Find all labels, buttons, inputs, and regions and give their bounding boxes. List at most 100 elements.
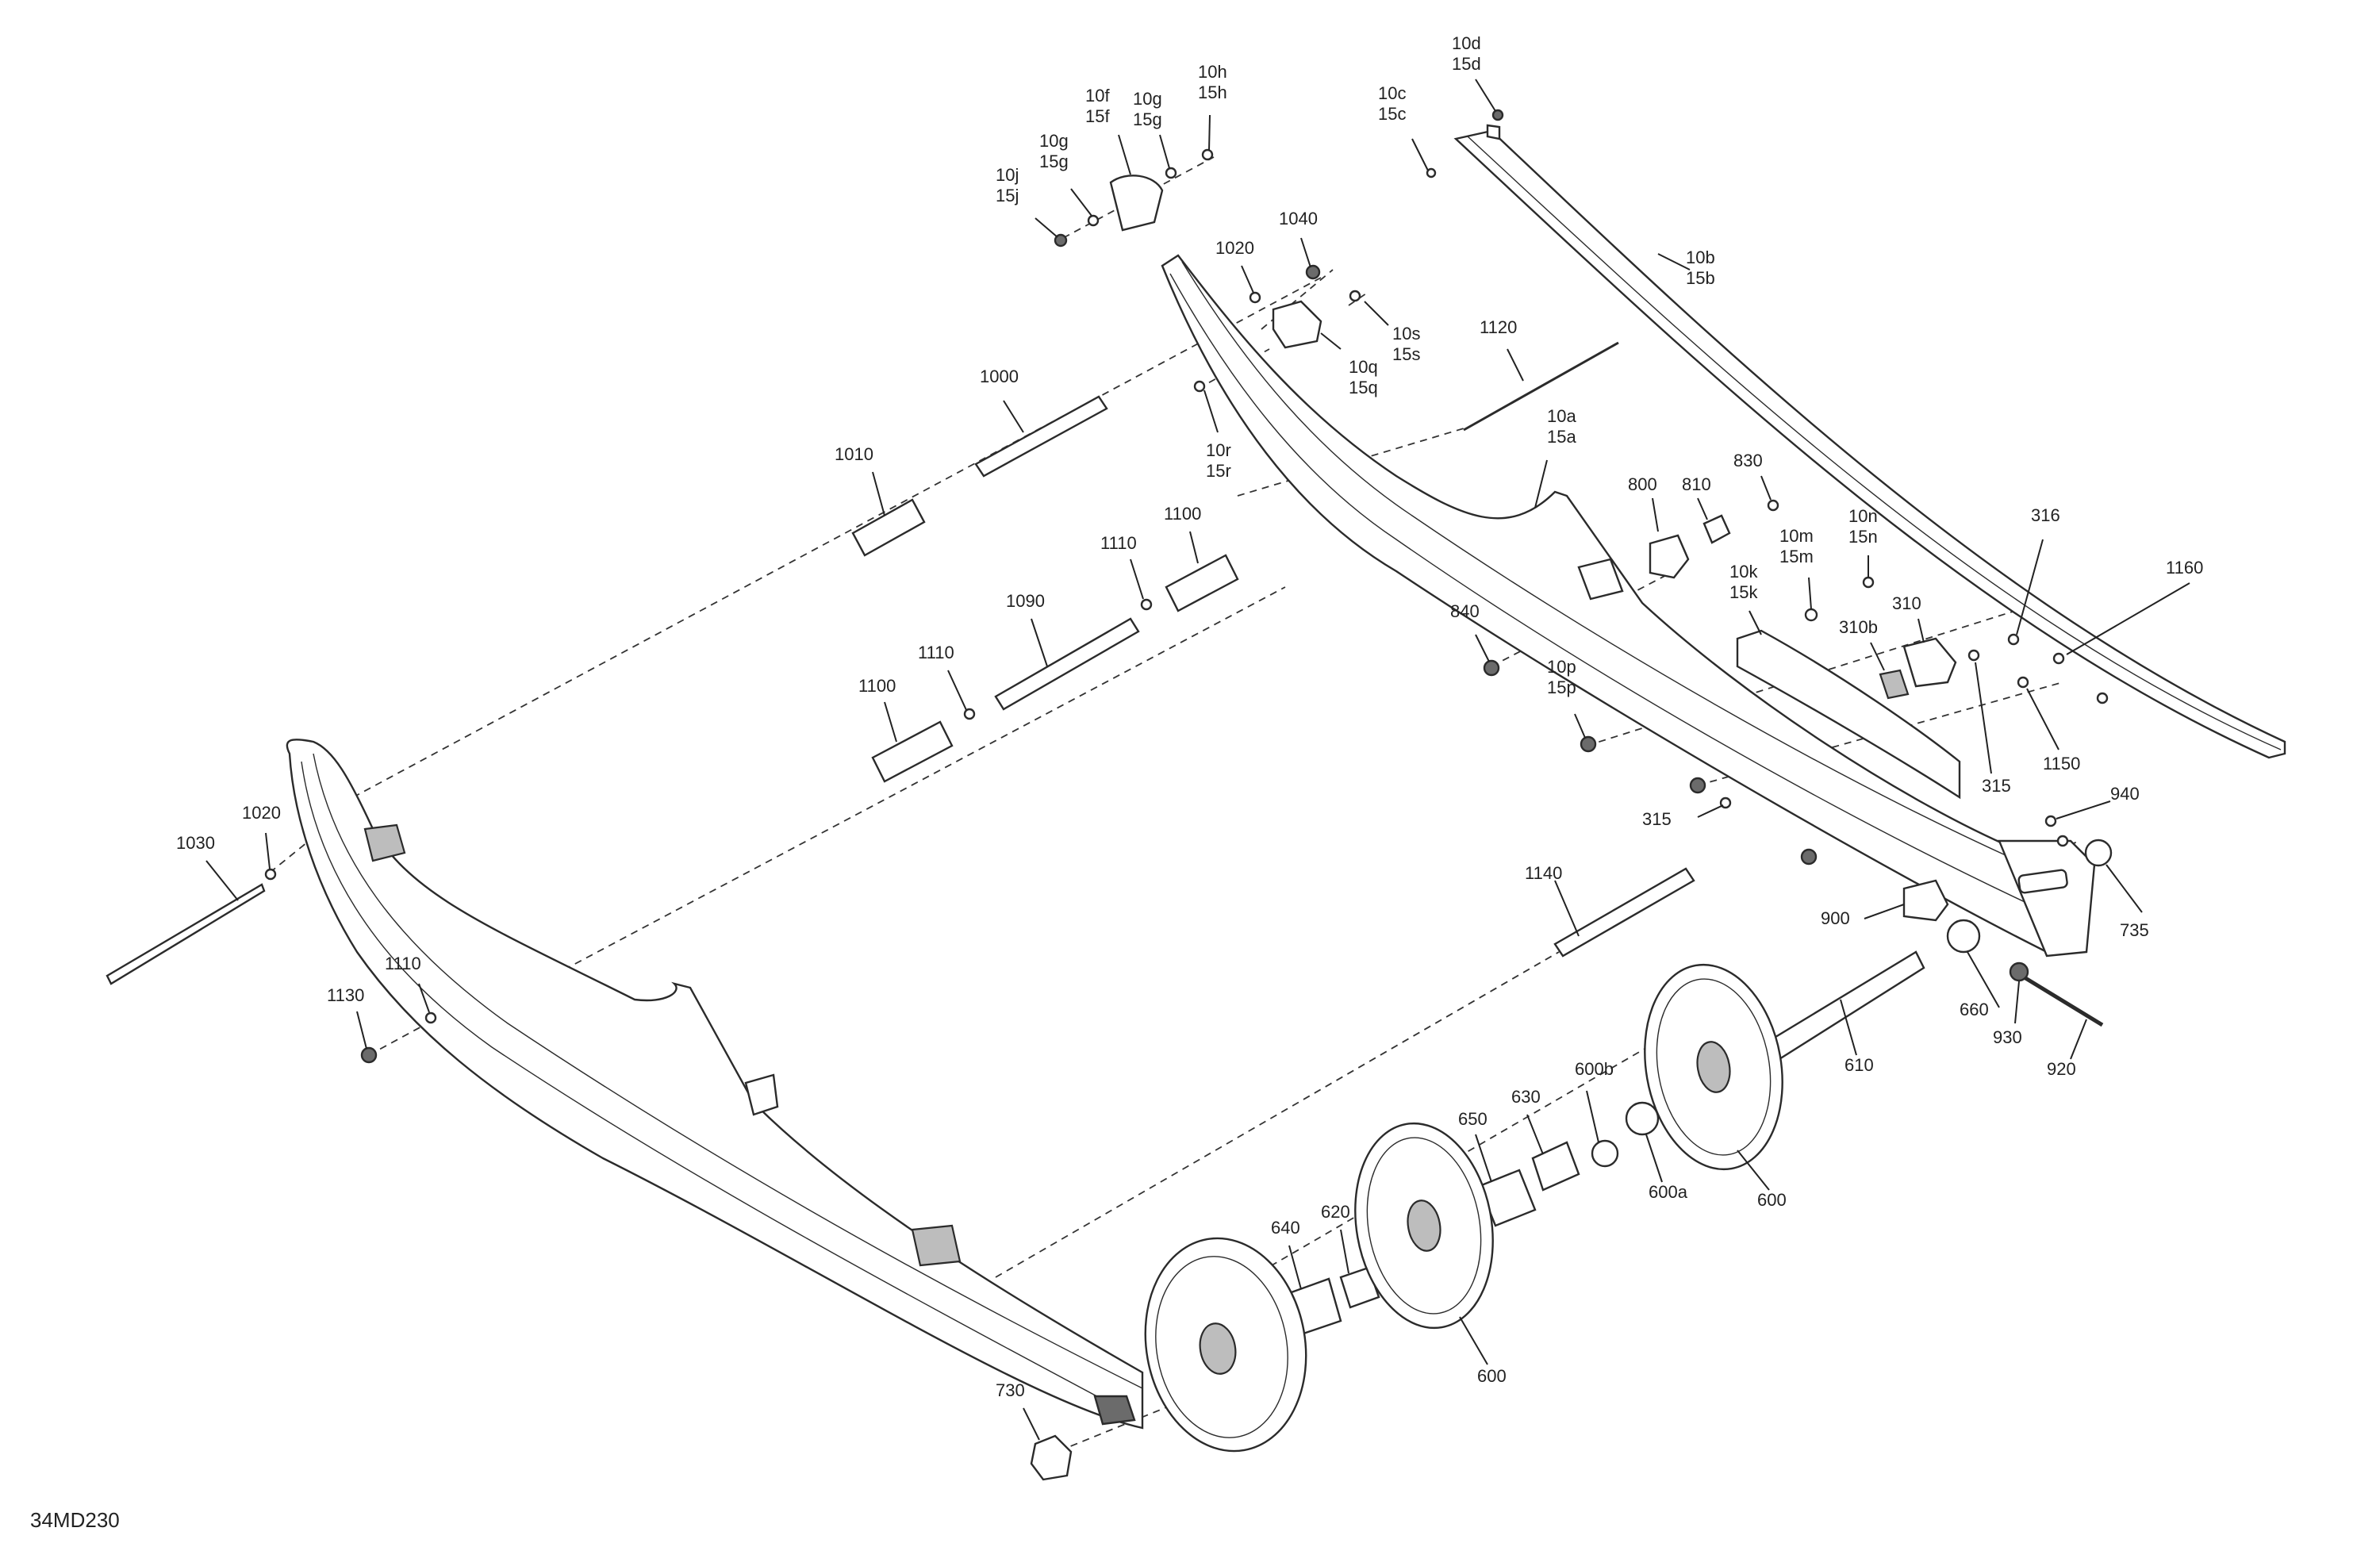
washer-315-right bbox=[1967, 649, 1980, 662]
nut-10j bbox=[1054, 233, 1068, 248]
nut-840 bbox=[1483, 659, 1500, 677]
callout-730: 730 bbox=[996, 1380, 1025, 1400]
spacer-620 bbox=[1339, 1266, 1380, 1309]
spacer-1100-mid bbox=[871, 720, 954, 783]
screw-940-b bbox=[2056, 835, 2069, 847]
hexnut-735 bbox=[2084, 839, 2113, 867]
screw-10s bbox=[1349, 290, 1361, 302]
nut-930 bbox=[2009, 961, 2029, 982]
washer-1110-low bbox=[424, 1011, 437, 1024]
callout-1160: 1160 bbox=[2166, 558, 2203, 578]
block-10q bbox=[1272, 300, 1322, 349]
block-310b bbox=[1879, 669, 1910, 700]
washer-1020-top bbox=[1249, 291, 1261, 304]
callout-1030: 1030 bbox=[176, 833, 215, 853]
axis-10s bbox=[1348, 291, 1369, 306]
callout-1130: 1130 bbox=[327, 985, 364, 1005]
screw-10n bbox=[1862, 576, 1875, 589]
callout-650: 650 bbox=[1458, 1109, 1488, 1129]
callout-1110-low: 1110 bbox=[385, 954, 421, 973]
screw-10c bbox=[1426, 167, 1437, 178]
callout-1110-top: 1110 bbox=[1100, 533, 1137, 553]
screw-1160 bbox=[2052, 652, 2065, 665]
block-310 bbox=[1902, 637, 1957, 688]
axis-10gj bbox=[1062, 156, 1215, 239]
axis-1090 bbox=[507, 586, 1286, 1000]
screw-10h bbox=[1201, 148, 1214, 161]
callout-830: 830 bbox=[1733, 451, 1763, 470]
bolt-920 bbox=[2013, 969, 2104, 1027]
callout-660: 660 bbox=[1960, 1000, 1989, 1019]
screw-830 bbox=[1767, 499, 1779, 512]
callout-1020-left: 1020 bbox=[242, 803, 281, 823]
axis-1140 bbox=[995, 951, 1560, 1278]
spacer-630 bbox=[1531, 1141, 1580, 1192]
plate-10k bbox=[1736, 629, 1961, 800]
bracket-800 bbox=[1649, 534, 1690, 579]
callout-1010: 1010 bbox=[835, 444, 873, 464]
callout-1000: 1000 bbox=[980, 367, 1019, 386]
callout-940: 940 bbox=[2110, 784, 2140, 804]
screw-1150 bbox=[2096, 692, 2109, 704]
ring-600b bbox=[1591, 1139, 1619, 1168]
wheel-600-mid bbox=[1354, 1122, 1494, 1330]
slider-10b bbox=[1453, 124, 2286, 759]
left-rail bbox=[286, 739, 1144, 1430]
callout-310b: 310b bbox=[1839, 617, 1878, 637]
axis-730 bbox=[1046, 1403, 1175, 1457]
callout-610: 610 bbox=[1844, 1055, 1874, 1075]
callout-1100-top: 1100 bbox=[1164, 504, 1201, 524]
callout-930: 930 bbox=[1993, 1027, 2022, 1047]
callout-600b: 600b bbox=[1575, 1059, 1614, 1079]
wheel-600-right bbox=[1644, 963, 1783, 1171]
nut-10p bbox=[1580, 735, 1597, 753]
nut-lower bbox=[1800, 848, 1818, 866]
washer-10r bbox=[1193, 380, 1206, 393]
callout-900: 900 bbox=[1821, 908, 1850, 928]
bolt-1030 bbox=[106, 883, 266, 985]
rod-1120 bbox=[1463, 341, 1619, 432]
wheels bbox=[1144, 963, 1783, 1453]
nut-315-left bbox=[1689, 777, 1706, 794]
callout-1140: 1140 bbox=[1525, 863, 1562, 883]
bushing-810 bbox=[1702, 514, 1731, 544]
callout-600-right: 600 bbox=[1757, 1190, 1787, 1210]
callout-1150: 1150 bbox=[2043, 754, 2080, 773]
tube-1140 bbox=[1553, 867, 1695, 958]
callout-600a: 600a bbox=[1649, 1182, 1688, 1202]
callout-800: 800 bbox=[1628, 474, 1657, 494]
callout-1090: 1090 bbox=[1006, 591, 1045, 611]
callout-630: 630 bbox=[1511, 1087, 1541, 1107]
nut-10d bbox=[1491, 109, 1504, 121]
callout-920: 920 bbox=[2047, 1059, 2076, 1079]
axle-610 bbox=[1764, 950, 1925, 1065]
shaft-1000 bbox=[974, 395, 1108, 478]
callout-620: 620 bbox=[1321, 1202, 1350, 1222]
callout-840: 840 bbox=[1450, 601, 1480, 621]
screw-940 bbox=[2044, 815, 2057, 827]
washer-10m bbox=[1804, 608, 1818, 622]
right-rail-10a bbox=[1161, 254, 2096, 958]
callout-315-left: 315 bbox=[1642, 809, 1672, 829]
callout-1040: 1040 bbox=[1279, 209, 1318, 228]
nut-1130 bbox=[360, 1046, 378, 1064]
block-900 bbox=[1902, 879, 1949, 922]
axis-1000 bbox=[352, 277, 1322, 798]
